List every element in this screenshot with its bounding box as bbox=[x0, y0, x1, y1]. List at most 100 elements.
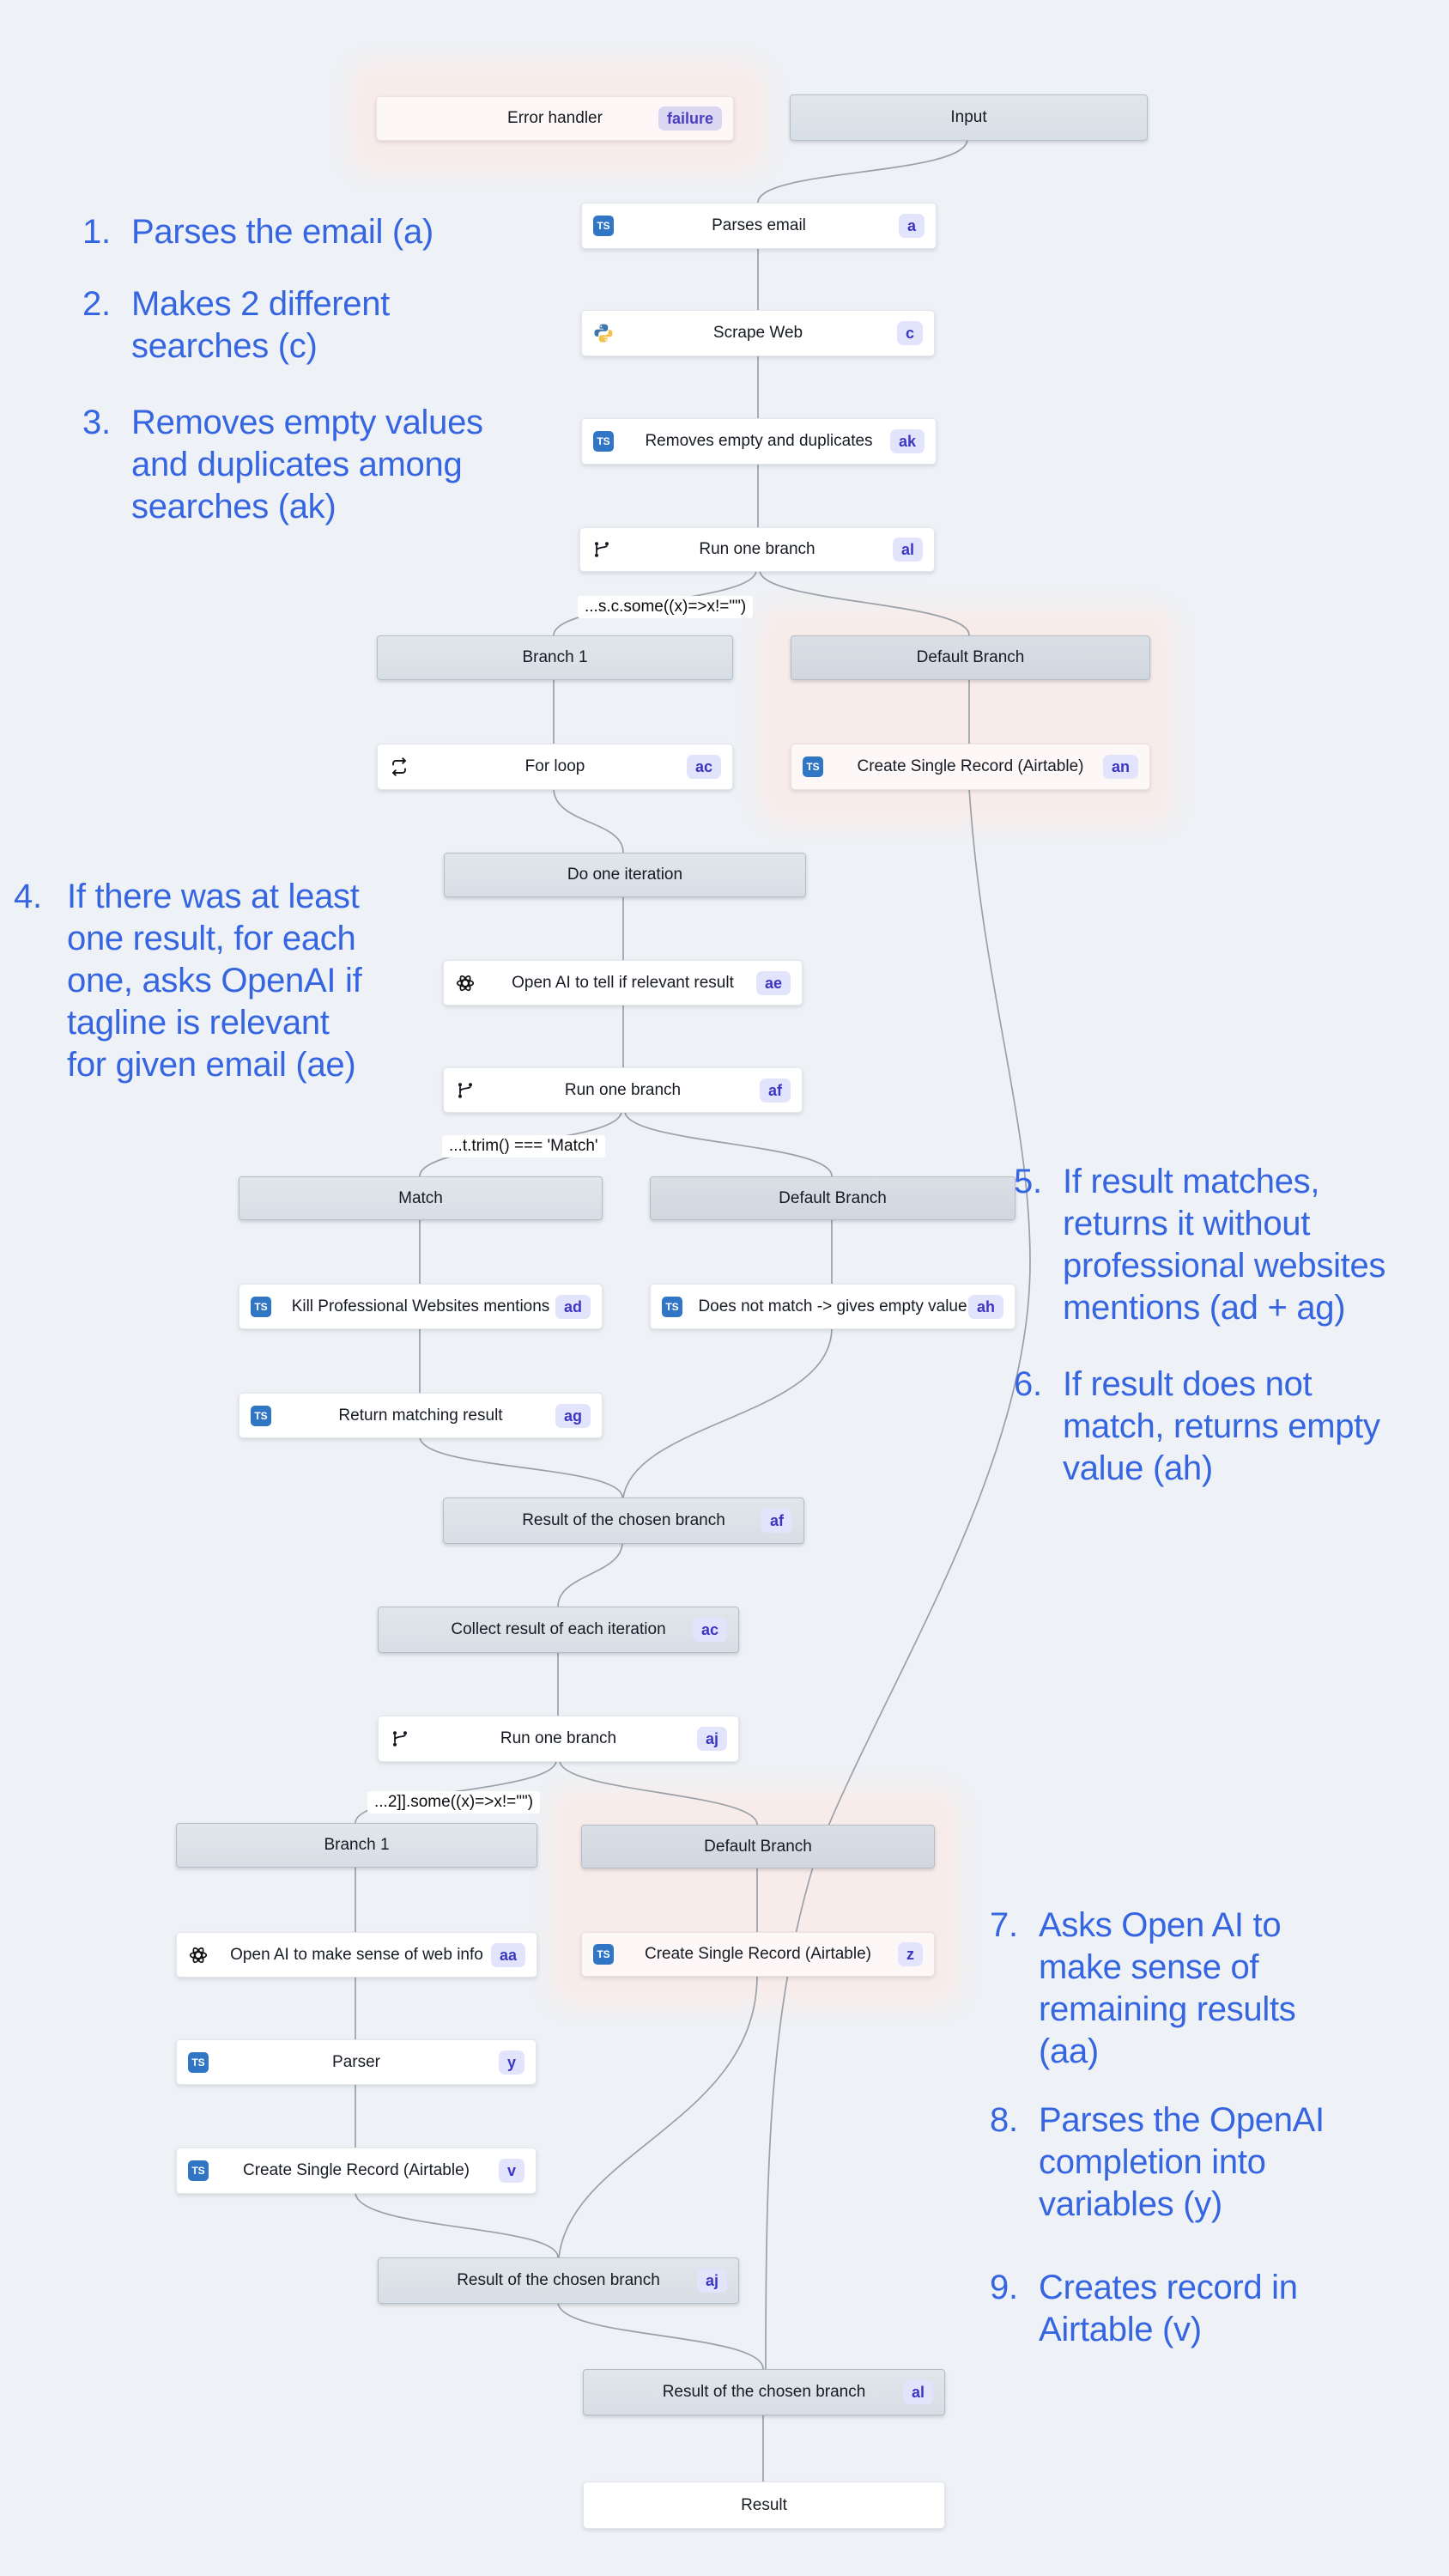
node-kill-mentions[interactable]: TS Kill Professional Websites mentions a… bbox=[239, 1284, 603, 1329]
header-do-one-iteration[interactable]: Do one iteration bbox=[444, 853, 806, 897]
annotation-text: Asks Open AI to make sense of remaining … bbox=[1039, 1906, 1296, 2070]
annotation-number: 2. bbox=[82, 285, 111, 323]
node-badge: ah bbox=[967, 1294, 1003, 1319]
node-label: Kill Professional Websites mentions bbox=[291, 1297, 550, 1315]
node-badge: aj bbox=[696, 1727, 727, 1751]
typescript-icon: TS bbox=[662, 1296, 682, 1317]
header-label: Default Branch bbox=[779, 1188, 887, 1207]
annotation-text: If result matches, returns it without pr… bbox=[1063, 1163, 1386, 1327]
node-removes-empty-duplicates[interactable]: TS Removes empty and duplicates ak bbox=[581, 418, 937, 465]
node-for-loop[interactable]: For loop ac bbox=[377, 744, 733, 790]
header-default-branch-bottom[interactable]: Default Branch bbox=[581, 1825, 935, 1868]
annotation-text: Parses the OpenAI completion into variab… bbox=[1039, 2101, 1325, 2223]
node-result-final[interactable]: Result bbox=[583, 2482, 945, 2529]
typescript-icon: TS bbox=[803, 756, 823, 777]
node-badge: ag bbox=[555, 1403, 591, 1428]
node-badge: z bbox=[898, 1942, 923, 1966]
annotation-8: 8. Parses the OpenAI completion into var… bbox=[990, 2099, 1325, 2226]
node-badge: ac bbox=[686, 755, 721, 779]
annotation-number: 8. bbox=[990, 2101, 1018, 2139]
node-create-record-z[interactable]: TS Create Single Record (Airtable) z bbox=[581, 1932, 935, 1977]
openai-icon bbox=[188, 1945, 209, 1965]
node-does-not-match[interactable]: TS Does not match -> gives empty value a… bbox=[650, 1284, 1016, 1329]
annotation-number: 9. bbox=[990, 2269, 1018, 2306]
annotation-number: 6. bbox=[1014, 1365, 1042, 1403]
header-result-branch-aj[interactable]: Result of the chosen branch aj bbox=[378, 2257, 739, 2304]
typescript-icon: TS bbox=[251, 1405, 271, 1426]
header-match[interactable]: Match bbox=[239, 1176, 603, 1220]
header-default-branch-top[interactable]: Default Branch bbox=[791, 635, 1150, 680]
annotation-number: 7. bbox=[990, 1906, 1018, 1944]
node-label: Parses email bbox=[712, 216, 806, 234]
node-label: Parser bbox=[332, 2052, 380, 2071]
header-label: Result of the chosen branch bbox=[522, 1511, 725, 1529]
node-badge: c bbox=[896, 321, 923, 345]
header-branch1-bottom[interactable]: Branch 1 bbox=[176, 1823, 537, 1868]
node-badge: an bbox=[1102, 755, 1138, 779]
annotation-number: 5. bbox=[1014, 1163, 1042, 1200]
header-label: Result of the chosen branch bbox=[662, 2383, 866, 2401]
header-default-branch-mid[interactable]: Default Branch bbox=[650, 1176, 1016, 1220]
node-badge: aa bbox=[490, 1942, 525, 1967]
header-label: Branch 1 bbox=[522, 648, 588, 666]
node-run-one-branch-af[interactable]: Run one branch af bbox=[443, 1067, 803, 1113]
node-run-one-branch-al[interactable]: Run one branch al bbox=[579, 527, 935, 572]
node-label: Run one branch bbox=[500, 1729, 617, 1747]
node-label: Removes empty and duplicates bbox=[645, 432, 873, 450]
branch-icon bbox=[591, 539, 612, 560]
header-branch1-top[interactable]: Branch 1 bbox=[377, 635, 733, 680]
node-label: Create Single Record (Airtable) bbox=[242, 2161, 470, 2179]
annotation-number: 3. bbox=[82, 404, 111, 441]
annotation-text: Parses the email (a) bbox=[131, 213, 433, 251]
typescript-icon: TS bbox=[251, 1296, 271, 1317]
typescript-icon: TS bbox=[188, 2160, 209, 2181]
annotation-4: 4. If there was at least one result, for… bbox=[14, 876, 362, 1086]
node-label: Create Single Record (Airtable) bbox=[857, 757, 1084, 775]
node-error-handler[interactable]: Error handler failure bbox=[376, 96, 734, 141]
loop-icon bbox=[389, 756, 409, 777]
node-label: Does not match -> gives empty value bbox=[698, 1297, 967, 1315]
typescript-icon: TS bbox=[593, 1944, 614, 1965]
branch-icon bbox=[455, 1080, 476, 1101]
node-run-one-branch-aj[interactable]: Run one branch aj bbox=[378, 1716, 739, 1762]
failure-badge: failure bbox=[658, 106, 722, 131]
node-badge: al bbox=[902, 2380, 933, 2404]
node-input[interactable]: Input bbox=[790, 94, 1148, 141]
header-result-branch-al[interactable]: Result of the chosen branch al bbox=[583, 2369, 945, 2415]
node-create-record-v[interactable]: TS Create Single Record (Airtable) v bbox=[176, 2148, 537, 2194]
annotation-3: 3. Removes empty values and duplicates a… bbox=[82, 402, 483, 528]
header-label: Default Branch bbox=[916, 648, 1025, 666]
annotation-text: If result does not match, returns empty … bbox=[1063, 1365, 1380, 1487]
header-label: Do one iteration bbox=[567, 866, 683, 884]
node-parser[interactable]: TS Parser y bbox=[176, 2039, 537, 2085]
header-result-branch-af[interactable]: Result of the chosen branch af bbox=[443, 1498, 804, 1544]
annotation-5: 5. If result matches, returns it without… bbox=[1014, 1161, 1385, 1329]
header-label: Branch 1 bbox=[324, 1836, 390, 1854]
annotation-7: 7. Asks Open AI to make sense of remaini… bbox=[990, 1905, 1296, 2073]
node-parses-email[interactable]: TS Parses email a bbox=[581, 203, 937, 249]
node-scrape-web[interactable]: Scrape Web c bbox=[581, 310, 935, 356]
annotation-text: Creates record in Airtable (v) bbox=[1039, 2269, 1298, 2348]
header-label: Match bbox=[398, 1188, 443, 1207]
annotation-text: Makes 2 different searches (c) bbox=[131, 285, 390, 365]
node-badge: a bbox=[898, 214, 925, 238]
node-badge: af bbox=[759, 1078, 791, 1103]
annotation-text: Removes empty values and duplicates amon… bbox=[131, 404, 483, 526]
condition-label-af: ...t.trim() === 'Match' bbox=[442, 1135, 605, 1157]
node-badge: aj bbox=[696, 2269, 727, 2293]
node-create-record-an[interactable]: TS Create Single Record (Airtable) an bbox=[791, 744, 1150, 790]
node-label: Scrape Web bbox=[712, 324, 803, 342]
condition-label-al: ...s.c.some((x)=>x!="") bbox=[578, 596, 754, 618]
node-label: Result bbox=[741, 2495, 787, 2514]
typescript-icon: TS bbox=[593, 216, 614, 236]
annotation-text: If there was at least one result, for ea… bbox=[67, 878, 362, 1084]
node-return-matching[interactable]: TS Return matching result ag bbox=[239, 1393, 603, 1438]
node-openai-websense[interactable]: Open AI to make sense of web info aa bbox=[176, 1932, 537, 1978]
node-openai-relevance[interactable]: Open AI to tell if relevant result ae bbox=[443, 960, 803, 1005]
annotation-9: 9. Creates record in Airtable (v) bbox=[990, 2267, 1298, 2351]
node-badge: ak bbox=[889, 429, 925, 453]
node-badge: ac bbox=[692, 1618, 727, 1642]
node-label: Run one branch bbox=[699, 540, 815, 558]
header-collect-results[interactable]: Collect result of each iteration ac bbox=[378, 1607, 739, 1653]
